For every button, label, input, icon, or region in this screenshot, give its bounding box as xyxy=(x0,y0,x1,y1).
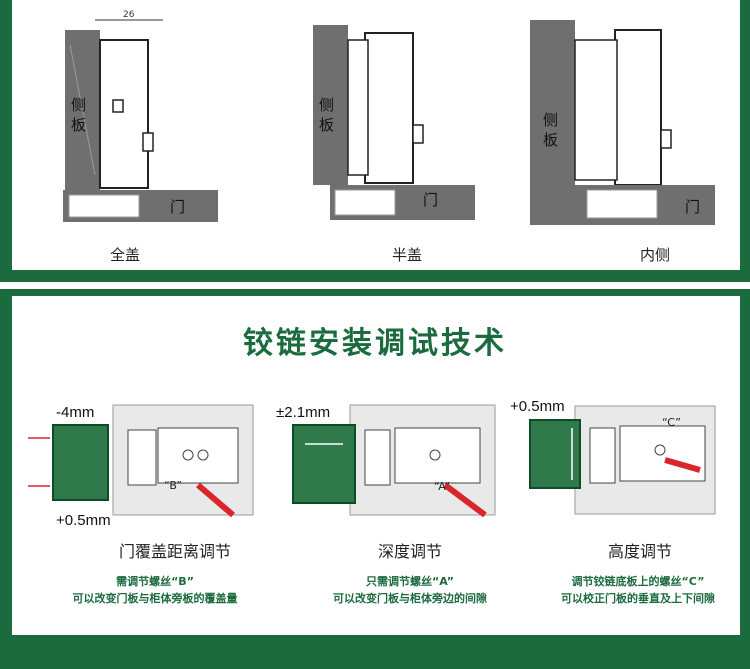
note-height-line1: 调节铰链底板上的螺丝“C” xyxy=(571,575,705,588)
value-plus05: +0.5mm xyxy=(56,512,111,529)
door-label: 门 xyxy=(685,198,700,216)
screwdriver xyxy=(196,482,235,518)
screw-b-label: “B” xyxy=(164,479,182,492)
name-overlay-adjust: 门覆盖距离调节 xyxy=(118,542,231,561)
door xyxy=(292,424,356,504)
value-depth: ±2.1mm xyxy=(276,404,331,421)
door-label: 门 xyxy=(170,198,185,216)
adjustment-diagram-overlay xyxy=(28,404,254,518)
dimension-label: 26 xyxy=(123,10,135,20)
hinge-diagram-inset: 侧 板 门 xyxy=(530,20,715,225)
door-label: 门 xyxy=(423,191,438,209)
section-title: 铰链安装调试技术 xyxy=(243,326,507,361)
note-overlay-adjust: 需调节螺丝“B” 可以改变门板与柜体旁板的覆盖量 xyxy=(40,573,270,607)
value-height: +0.5mm xyxy=(510,398,565,415)
caption-half-overlay: 半盖 xyxy=(391,246,422,264)
screw-c-label: “C” xyxy=(662,416,681,429)
screwdriver xyxy=(664,457,701,473)
note-overlay-line2: 可以改变门板与柜体旁板的覆盖量 xyxy=(72,592,238,605)
note-overlay-line1: 需调节螺丝“B” xyxy=(116,575,194,588)
caption-inset: 内侧 xyxy=(639,246,670,264)
note-depth-line1: 只需调节螺丝“A” xyxy=(366,575,454,588)
side-panel-label-1: 侧 xyxy=(71,96,86,114)
screw-b-text: “B” xyxy=(164,479,182,492)
caption-full-overlay: 全盖 xyxy=(109,246,140,264)
hinge-diagram-half-overlay: 侧 板 门 xyxy=(313,25,475,220)
hinge-cup xyxy=(364,32,414,184)
hinge-diagram-full-overlay: 26 侧 板 门 xyxy=(63,10,218,222)
door xyxy=(52,424,109,501)
screw-c-text: “C” xyxy=(662,416,681,429)
svg-text:侧: 侧 xyxy=(543,111,558,129)
svg-text:侧: 侧 xyxy=(319,96,334,114)
side-panel xyxy=(530,20,575,225)
adjustment-diagram-height xyxy=(529,405,716,515)
name-depth-adjust: 深度调节 xyxy=(377,542,442,561)
hinge-cup xyxy=(99,39,149,189)
value-minus4: -4mm xyxy=(56,404,95,421)
side-panel-label-2: 板 xyxy=(71,116,86,134)
screw-a-label: “A” xyxy=(434,480,450,493)
svg-text:板: 板 xyxy=(543,131,558,149)
side-panel xyxy=(313,25,348,185)
hinge-cup xyxy=(614,29,662,186)
adjustment-diagram-depth xyxy=(292,404,496,518)
screwdriver xyxy=(443,482,487,518)
note-depth-line2: 可以改变门板与柜体旁边的间隙 xyxy=(333,592,487,605)
note-depth-adjust: 只需调节螺丝“A” 可以改变门板与柜体旁边的间隙 xyxy=(295,573,525,607)
name-height-adjust: 高度调节 xyxy=(607,542,672,561)
note-height-adjust: 调节铰链底板上的螺丝“C” 可以校正门板的垂直及上下间隙 xyxy=(528,573,748,607)
screw-a-text: “A” xyxy=(434,480,450,493)
note-height-line2: 可以校正门板的垂直及上下间隙 xyxy=(561,592,715,605)
svg-text:板: 板 xyxy=(319,116,334,134)
